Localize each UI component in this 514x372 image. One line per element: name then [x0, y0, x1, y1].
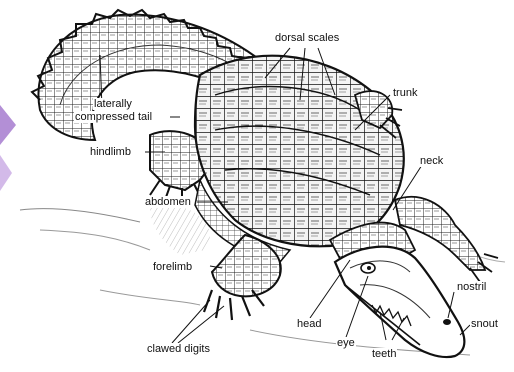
purple-chevron-decoration-icon [0, 95, 22, 215]
label-neck: neck [419, 155, 444, 167]
label-clawed-digits: clawed digits [146, 343, 211, 355]
label-forelimb: forelimb [152, 261, 193, 273]
forelimb [204, 235, 281, 320]
label-hindlimb: hindlimb [89, 146, 132, 158]
label-trunk: trunk [392, 87, 418, 99]
label-teeth: teeth [371, 348, 397, 360]
label-abdomen: abdomen [144, 196, 192, 208]
label-laterally: laterally [93, 98, 133, 110]
label-dorsal-scales: dorsal scales [274, 32, 340, 44]
label-eye: eye [336, 337, 356, 349]
label-snout: snout [470, 318, 499, 330]
label-nostril: nostril [456, 281, 487, 293]
label-head: head [296, 318, 322, 330]
label-compressed-tail: compressed tail [74, 111, 153, 123]
